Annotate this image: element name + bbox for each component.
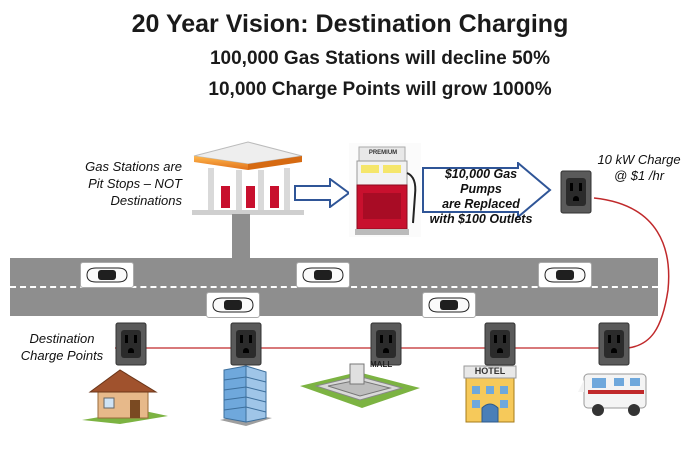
charge-note: 10 kW Charge @ $1 /hr	[594, 152, 684, 184]
rv-icon	[578, 368, 656, 425]
car-icon	[80, 262, 134, 288]
pump-note: $10,000 Gas Pumps are Replaced with $100…	[428, 167, 534, 227]
outlet-icon	[560, 170, 592, 214]
destination-note-line1: Destination	[29, 331, 95, 346]
gas-station-icon	[188, 138, 308, 223]
gas-station-note-line1: Gas Stations are	[85, 159, 182, 174]
destination-note: Destination Charge Points	[8, 330, 116, 364]
office-building-icon	[214, 364, 274, 433]
hotel-icon: HOTEL	[460, 364, 520, 431]
mall-icon: MALL	[298, 356, 422, 417]
arrow-icon	[294, 178, 350, 208]
house-icon	[80, 366, 170, 429]
outlet-icon	[484, 322, 516, 366]
subtitle-charge-points: 10,000 Charge Points will grow 1000%	[208, 79, 552, 100]
outlet-icon	[370, 322, 402, 366]
destination-note-line2: Charge Points	[20, 348, 104, 363]
car-icon	[538, 262, 592, 288]
outlet-icon	[230, 322, 262, 366]
gas-pump-icon: PREMIUM	[349, 143, 421, 237]
gas-station-note-line3: Destinations	[110, 193, 182, 208]
charge-note-line2: @ $1 /hr	[613, 168, 665, 183]
outlet-icon	[598, 322, 630, 366]
replacement-arrow	[422, 162, 552, 218]
pump-label: PREMIUM	[368, 150, 398, 156]
mall-sign: MALL	[370, 360, 393, 369]
page-title: 20 Year Vision: Destination Charging	[131, 10, 569, 38]
hotel-sign: HOTEL	[474, 366, 506, 376]
station-pole	[232, 214, 250, 259]
car-icon	[422, 292, 476, 318]
pump-note-line3: with $100 Outlets	[429, 212, 533, 226]
gas-station-note-line2: Pit Stops – NOT	[88, 176, 182, 191]
pump-note-line2: are Replaced	[442, 197, 520, 211]
gas-station-note: Gas Stations are Pit Stops – NOT Destina…	[52, 158, 182, 209]
charge-note-line1: 10 kW Charge	[597, 152, 681, 167]
car-icon	[296, 262, 350, 288]
car-icon	[206, 292, 260, 318]
pump-note-line1: $10,000 Gas Pumps	[444, 167, 518, 196]
subtitle-gas-stations: 100,000 Gas Stations will decline 50%	[209, 48, 551, 69]
outlet-icon	[115, 322, 147, 366]
